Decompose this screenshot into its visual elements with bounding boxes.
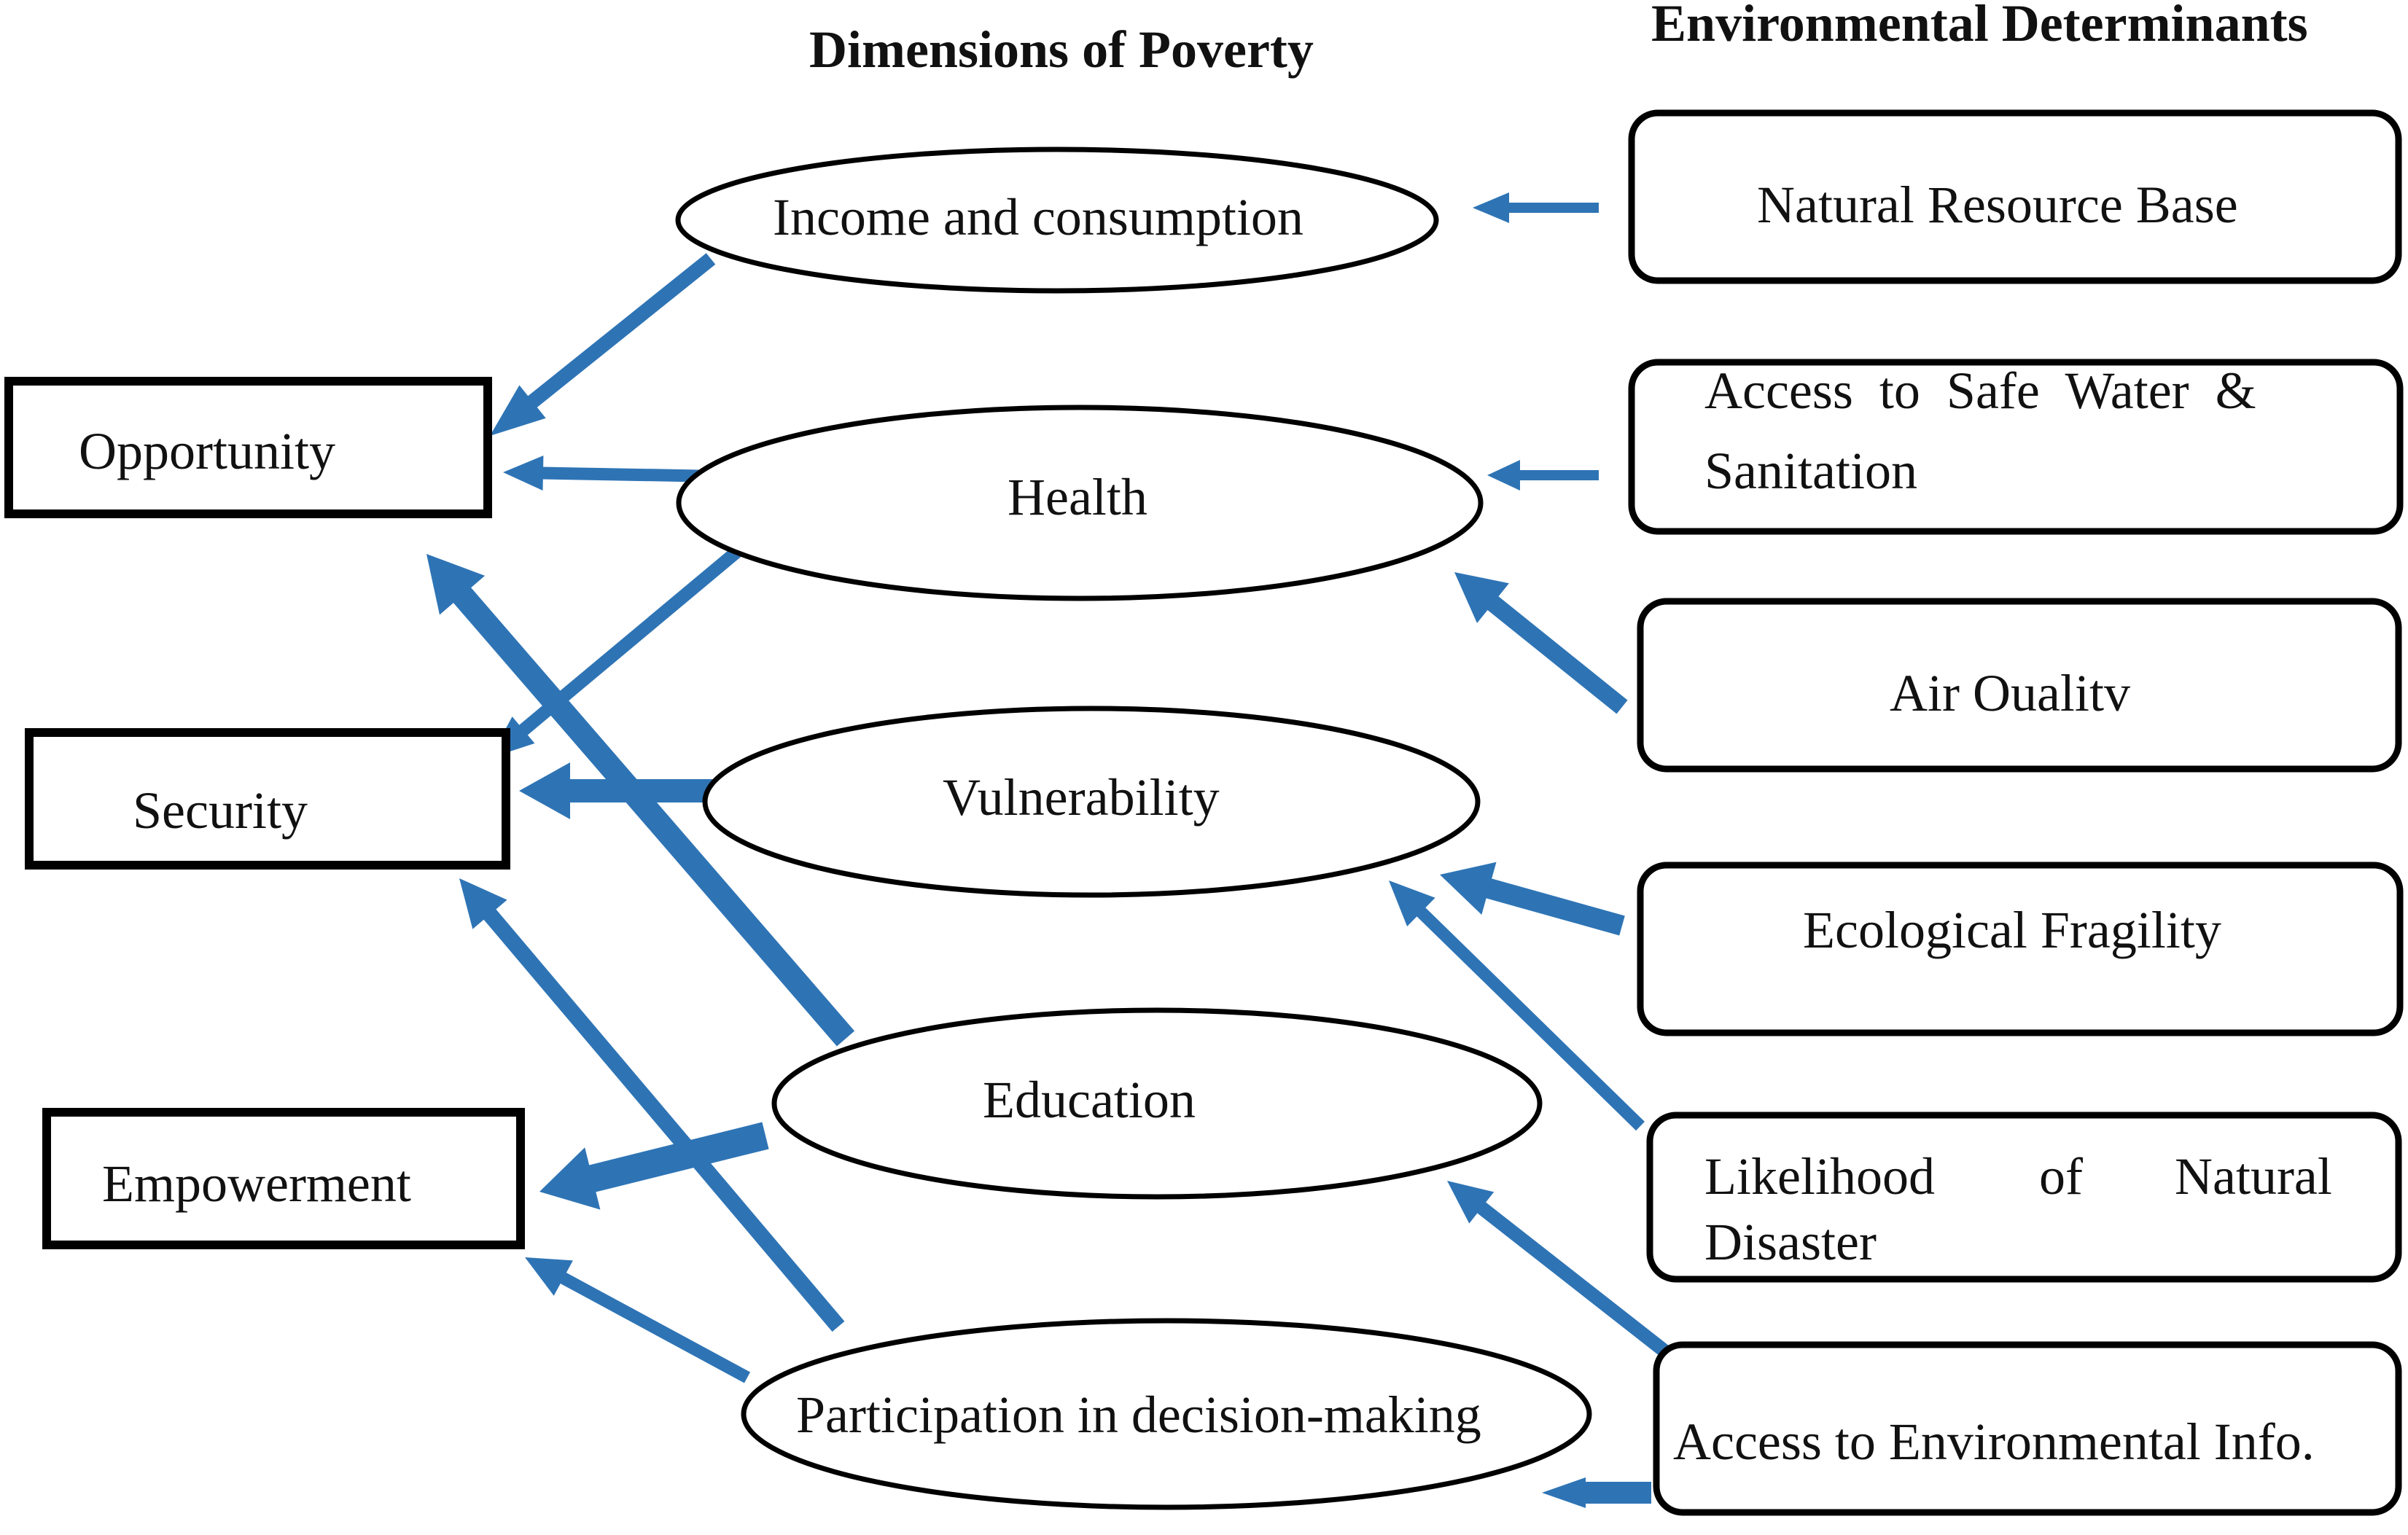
arrow-ecological-to-vulnerability-head: [1440, 862, 1497, 915]
arrow-education-to-opportunity: [426, 554, 855, 1047]
arrow-education-to-opportunity-shaft: [452, 586, 855, 1047]
arrow-disaster-to-vulnerability-head: [1389, 880, 1435, 926]
natural-resource-box: [1628, 109, 2402, 284]
outcome-opportunity: Opportunity: [4, 377, 492, 518]
arrow-education-to-empowerment-head: [539, 1147, 601, 1210]
empowerment-label: Empowerment: [102, 1155, 411, 1213]
arrow-health-to-security: [490, 538, 752, 758]
health-label: Health: [1008, 468, 1147, 526]
arrow-envinfo-to-participation-head: [1542, 1477, 1586, 1508]
participation-label: Participation in decision-making: [796, 1386, 1481, 1444]
arrow-health-to-opportunity-head: [503, 456, 544, 491]
participation-ellipse: [741, 1318, 1592, 1510]
arrow-air-to-health-shaft: [1486, 595, 1628, 714]
education-ellipse: [771, 1007, 1543, 1200]
security-box: [25, 728, 510, 870]
arrow-natural-resource-to-income: [1473, 192, 1599, 223]
outcome-security: Security: [25, 728, 510, 870]
determinant-environmental-info: Access to Environmental Info.: [1653, 1341, 2402, 1516]
water-sanitation-label-line2: Sanitation: [1704, 442, 1917, 500]
arrow-participation-to-security-shaft: [483, 908, 845, 1332]
arrow-envinfo-to-education: [1447, 1181, 1670, 1358]
arrow-education-to-empowerment: [539, 1122, 769, 1210]
heading-dimensions-of-poverty: Dimensions of Poverty: [809, 20, 1314, 79]
determinant-water-sanitation: Access to Safe Water & Sanitation: [1628, 359, 2404, 535]
natural-disaster-label-line2: Disaster: [1704, 1213, 1877, 1271]
dimension-vulnerability: Vulnerability: [702, 706, 1481, 898]
determinant-air-quality: Air Oualitv: [1637, 598, 2402, 773]
dimension-health: Health: [676, 405, 1484, 601]
arrow-ecological-to-vulnerability-shaft: [1484, 878, 1625, 936]
arrow-natural-resource-to-income-head: [1473, 192, 1509, 223]
heading-environmental-determinants: Environmental Determinants: [1651, 0, 2308, 52]
arrow-participation-to-security-head: [459, 878, 507, 929]
arrow-vulnerability-to-security-head: [519, 762, 570, 819]
income-label: Income and consumption: [773, 188, 1304, 246]
vulnerability-ellipse: [702, 706, 1481, 898]
income-ellipse: [675, 147, 1439, 294]
natural-disaster-label-word1: Likelihood: [1704, 1147, 1935, 1206]
dimension-education: Education: [771, 1007, 1543, 1200]
arrow-education-to-opportunity-head: [426, 554, 486, 615]
arrow-disaster-to-vulnerability-shaft: [1415, 906, 1645, 1131]
arrow-income-to-opportunity: [490, 253, 716, 436]
arrow-health-to-opportunity-shaft: [541, 466, 701, 483]
determinant-natural-resource: Natural Resource Base: [1628, 109, 2402, 284]
air-quality-label: Air Oualitv: [1890, 664, 2130, 722]
opportunity-box: [4, 377, 492, 518]
education-label: Education: [983, 1071, 1196, 1129]
opportunity-label: Opportunity: [79, 422, 335, 480]
arrow-air-to-health: [1454, 572, 1628, 714]
environmental-info-box: [1653, 1341, 2402, 1516]
arrow-health-to-opportunity: [503, 456, 701, 491]
natural-disaster-box: [1646, 1112, 2402, 1283]
arrow-envinfo-to-participation: [1542, 1477, 1651, 1508]
arrow-participation-to-empowerment: [525, 1257, 751, 1383]
determinant-ecological-fragility: Ecological Fragility: [1637, 862, 2404, 1036]
arrow-ecological-to-vulnerability: [1440, 862, 1625, 936]
water-sanitation-box: [1628, 359, 2404, 535]
determinant-natural-disaster: Likelihood of Natural Disaster: [1646, 1112, 2402, 1283]
vulnerability-label: Vulnerability: [943, 768, 1220, 827]
arrow-disaster-to-vulnerability: [1389, 880, 1645, 1131]
ecological-fragility-label: Ecological Fragility: [1803, 901, 2221, 959]
arrow-participation-to-security: [459, 878, 845, 1332]
empowerment-box: [42, 1108, 525, 1249]
arrow-water-to-health: [1487, 460, 1599, 491]
health-ellipse: [676, 405, 1484, 601]
dimension-income: Income and consumption: [675, 147, 1439, 294]
dimension-participation: Participation in decision-making: [741, 1318, 1592, 1510]
outcome-empowerment: Empowerment: [42, 1108, 525, 1249]
air-quality-box: [1637, 598, 2402, 773]
environmental-info-label: Access to Environmental Info.: [1673, 1413, 2315, 1471]
arrow-participation-to-empowerment-shaft: [558, 1272, 751, 1383]
natural-disaster-label-word3: Natural: [2175, 1147, 2332, 1206]
arrow-education-to-empowerment-shaft: [588, 1122, 769, 1192]
natural-resource-label: Natural Resource Base: [1757, 176, 2238, 234]
security-label: Security: [133, 781, 308, 840]
natural-disaster-label-word2: of: [2039, 1147, 2083, 1206]
arrow-income-to-opportunity-shaft: [526, 253, 716, 409]
arrow-water-to-health-head: [1487, 460, 1520, 491]
arrow-participation-to-empowerment-head: [525, 1257, 573, 1296]
arrow-air-to-health-head: [1454, 572, 1509, 623]
arrow-income-to-opportunity-head: [490, 385, 546, 436]
arrow-envinfo-to-education-shaft: [1476, 1201, 1670, 1358]
arrow-envinfo-to-education-head: [1447, 1181, 1495, 1224]
water-sanitation-label-line1: Access to Safe Water &: [1704, 362, 2256, 420]
ecological-fragility-box: [1637, 862, 2404, 1036]
